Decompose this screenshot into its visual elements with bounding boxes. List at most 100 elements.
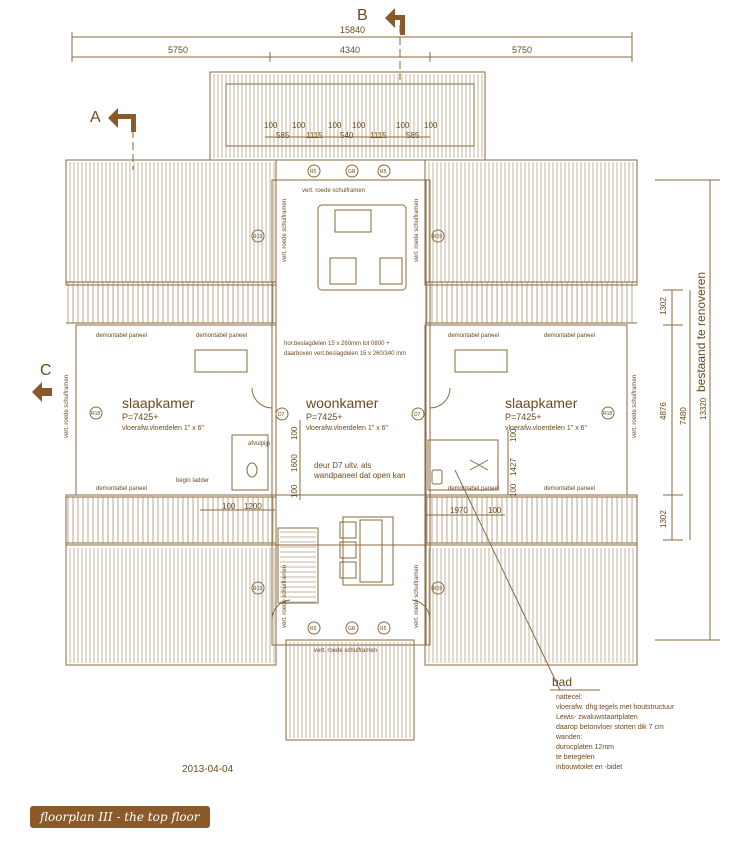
dim-bal-6: 100 (424, 121, 438, 130)
caption-label: floorplan III - the top floor (30, 806, 210, 828)
tag-r18-left: R18 (91, 411, 100, 417)
tag-r5-top-2: R5 (380, 169, 387, 175)
bad-line-1: nattecel: (556, 694, 583, 701)
drawing-date: 2013-04-04 (182, 764, 234, 775)
dim-outer-total: 13320 (699, 397, 708, 420)
room-right-level: P=7425+ (505, 412, 542, 422)
dim-bad-h-1: 100 (509, 428, 518, 442)
dim-bal-5: 100 (396, 121, 410, 130)
tag-r19-right-low: R19 (433, 586, 442, 592)
tag-r5-bottom-1: R5 (310, 626, 317, 632)
note-ladder: begin ladder (176, 478, 209, 484)
room-right-floor: vloerafw.vloerdelen 1" x 6" (505, 425, 588, 432)
section-arrow-c (32, 382, 52, 402)
dim-bal2-1: 585 (276, 131, 290, 140)
section-label-b: B (357, 7, 368, 24)
bad-line-7: te betegelen (556, 754, 595, 761)
bad-line-8: inbouwtoilet en -bidet (556, 764, 622, 771)
tag-gr-top: GR (348, 169, 356, 175)
dim-stair-w-1: 100 (222, 502, 236, 511)
note-vert-east: vert. roede schuiframen (632, 375, 638, 438)
dim-bal-1: 100 (264, 121, 278, 130)
note-demont-3: demontabel paneel (448, 333, 499, 339)
section-arrow-b (385, 8, 405, 35)
note-demont-2: demontabel paneel (196, 333, 247, 339)
top-balcony (209, 71, 486, 161)
section-label-c: C (40, 362, 52, 379)
note-demont-5: demontabel paneel (96, 486, 147, 492)
dim-side-total: 7480 (679, 407, 688, 425)
dim-stair-w-2: 1200 (244, 502, 262, 511)
section-arrow-a (108, 108, 136, 132)
note-demont-1: demontabel paneel (96, 333, 147, 339)
tag-r19-left-top: R19 (253, 234, 262, 240)
tag-r18-right: R18 (603, 411, 612, 417)
dim-mid-v-3: 100 (290, 484, 299, 498)
dim-bal-4: 100 (352, 121, 366, 130)
dim-bal2-5: 585 (406, 131, 420, 140)
bad-line-4: daarop betonvloer storten dik 7 cm (556, 724, 664, 731)
bottom-entrance (285, 639, 415, 741)
left-bed (194, 349, 248, 373)
note-door-2: wandpaneel dat open kan (313, 471, 406, 480)
sofa (317, 204, 407, 291)
tag-r19-right-top: R19 (433, 234, 442, 240)
right-wing-roof-top (424, 159, 638, 286)
left-wing-roof-bottom (65, 494, 277, 666)
bad-title: bad (552, 675, 572, 689)
dim-mid-v-2: 1600 (290, 454, 299, 472)
tag-r19-left-low: R19 (253, 586, 262, 592)
dim-mid-v-1: 100 (290, 426, 299, 440)
note-vert-right: vert. roede schuiframen (414, 199, 420, 262)
toilet-area (231, 434, 269, 491)
note-hor-1: hor.beslagdelen 15 x 260mm tot 0800 + (284, 341, 390, 347)
note-vert-right-low: vert. roede schuiframen (414, 565, 420, 628)
dim-bal-3: 100 (328, 121, 342, 130)
section-markers (32, 8, 405, 402)
dim-side-2: 4876 (659, 402, 668, 420)
dim-bal2-3: 540 (340, 131, 354, 140)
room-mid-name: woonkamer (305, 395, 379, 411)
dining-table (359, 519, 383, 583)
tag-r5-bottom-2: R5 (380, 626, 387, 632)
stair (277, 527, 319, 604)
note-hor-2: daarboven vert.beslagdelen 15 x 260/340 … (284, 351, 406, 357)
room-mid-floor: vloerafw.vloerdelen 1" x 6" (306, 425, 389, 432)
bad-line-2: vloerafw. dhg.tegels met houtstructuur (556, 704, 675, 711)
vertical-renovation-label: bestaand te renoveren (694, 272, 708, 392)
bathroom (427, 439, 499, 491)
note-vert-top: vert. roede schuiframen (302, 188, 365, 194)
bad-line-6: durocplaten 12mm (556, 744, 614, 751)
note-vert-west: vert. roede schuiframen (64, 375, 70, 438)
dim-total: 15840 (340, 25, 365, 35)
top-balcony-boards (213, 74, 483, 158)
note-vert-bottom: vert. roede schuiframen (314, 648, 377, 654)
dim-left: 5750 (168, 45, 188, 55)
room-left-name: slaapkamer (122, 395, 195, 411)
center-living-area (271, 179, 431, 646)
tag-r5-top-1: R5 (310, 169, 317, 175)
note-demont-7: demontabel paneel (544, 486, 595, 492)
dim-side-1: 1302 (659, 297, 668, 315)
right-bed (454, 349, 508, 373)
room-right-name: slaapkamer (505, 395, 578, 411)
note-demont-4: demontabel paneel (544, 333, 595, 339)
bad-line-3: Lewis- zwaluwstaartplaten (556, 714, 638, 721)
dim-right: 5750 (512, 45, 532, 55)
dim-bad-h-2: 1427 (509, 458, 518, 476)
section-label-a: A (90, 109, 101, 126)
dim-bad-h-3: 100 (509, 483, 518, 497)
note-toilet: afvulpijp (248, 441, 271, 447)
tag-d7-right: D7 (414, 412, 421, 418)
note-vert-left-low: vert. roede schuiframen (282, 565, 288, 628)
tag-d7-left: D7 (278, 412, 285, 418)
dim-bad-w-1: 1970 (450, 506, 468, 515)
note-vert-left: vert. roede schuiframen (282, 199, 288, 262)
bad-line-5: wanden: (555, 734, 583, 741)
dim-bal-2: 100 (292, 121, 306, 130)
room-left-level: P=7425+ (122, 412, 159, 422)
left-wing-roof-top (65, 159, 277, 286)
dim-side-3: 1302 (659, 510, 668, 528)
tag-gr-bottom: GR (348, 626, 356, 632)
